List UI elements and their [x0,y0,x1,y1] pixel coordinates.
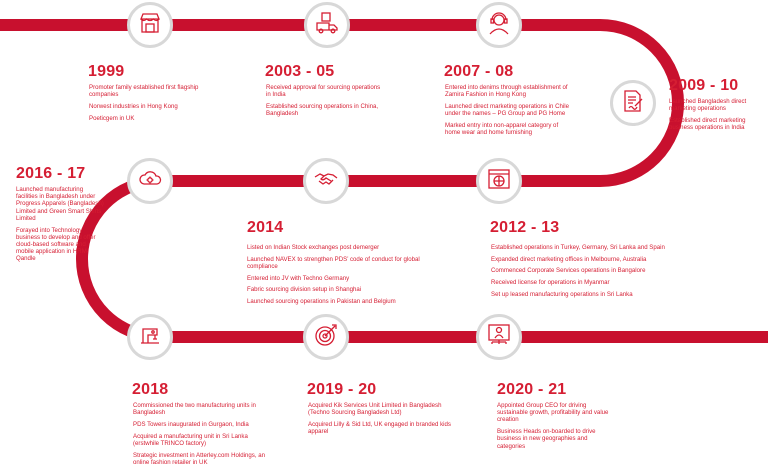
milestone-item: Fabric sourcing division setup in Shangh… [247,286,362,294]
milestone-node-2007-08 [476,2,522,48]
milestone-item: Acquired Kik Services Unit Limited in Ba… [308,402,442,417]
milestone-item: Business Heads on-boarded to drive busin… [497,428,596,450]
milestone-item: Established direct marketing business op… [669,116,746,132]
milestone-item: PDS Towers inaugurated in Gurgaon, India [133,420,249,428]
milestone-items: Promoter family established first flagsh… [89,84,219,126]
milestone-item: Launched direct marketing operations in … [445,102,569,118]
milestone-node-2018 [127,314,173,360]
milestone-items: Commissioned the two manufacturing units… [133,402,273,470]
milestone-item: Commissioned the two manufacturing units… [133,402,256,417]
milestone-item: Norwest industries in Hong Kong [89,102,178,110]
milestone-items: Acquired Kik Services Unit Limited in Ba… [308,402,458,440]
milestone-item: Entered into denims through establishmen… [445,84,568,99]
milestone-year: 1999 [88,63,125,80]
milestone-year: 2020 - 21 [497,381,567,398]
milestone-node-2020-21 [476,314,522,360]
milestone-item: Received license for operations in Myanm… [491,279,610,287]
milestone-item: Launched Bangladesh direct marketing ope… [669,98,747,113]
globe-browser-icon [486,166,512,197]
user-headset-icon [486,10,512,41]
milestone-year: 2018 [132,381,169,398]
milestone-item: Received approval for sourcing operation… [266,84,381,99]
milestone-item: Launched sourcing operations in Pakistan… [247,298,396,306]
milestone-node-1999 [127,2,173,48]
milestone-year: 2012 - 13 [490,219,560,236]
storefront-icon [137,10,163,41]
milestone-node-2009-10 [610,80,656,126]
milestone-node-2016-17 [127,158,173,204]
milestone-item: Forayed into Technology business to deve… [16,226,96,263]
milestone-items: Appointed Group CEO for driving sustaina… [497,402,617,454]
milestone-item: Poeticgem in UK [89,114,135,122]
milestone-items: Entered into denims through establishmen… [445,84,575,141]
milestone-year: 2016 - 17 [16,165,86,182]
delivery-truck-icon [314,10,340,41]
milestone-year: 2009 - 10 [669,77,739,94]
cloud-gear-icon [137,166,163,197]
milestone-year: 2014 [247,219,284,236]
milestone-item: Listed on Indian Stock exchanges post de… [247,244,380,251]
milestone-item: Launched NAVEX to strengthen PDS’ code o… [247,255,420,270]
milestone-item: Established sourcing operations in China… [266,102,379,118]
milestone-item: Launched manufacturing facilities in Ban… [16,186,104,222]
sewing-machine-icon [137,322,163,353]
milestone-item: Established operations in Turkey, German… [491,244,665,251]
document-sign-icon [620,88,646,119]
milestone-item: Set up leased manufacturing operations i… [491,290,633,298]
milestone-item: Acquired Lilly & Sid Ltd, UK engaged in … [308,420,451,436]
org-chart-icon [486,322,512,353]
milestone-year: 2003 - 05 [265,63,335,80]
milestone-item: Promoter family established first flagsh… [89,84,199,99]
milestone-item: Appointed Group CEO for driving sustaina… [497,402,609,424]
milestone-item: Expanded direct marketing offices in Mel… [491,255,647,263]
milestone-node-2003-05 [304,2,350,48]
milestone-node-2012-13 [476,158,522,204]
milestone-node-2014 [303,158,349,204]
milestone-items: Established operations in Turkey, German… [491,244,691,303]
milestone-year: 2019 - 20 [307,381,377,398]
target-arrow-icon [313,322,339,353]
milestone-items: Received approval for sourcing operation… [266,84,386,122]
milestone-items: Launched Bangladesh direct marketing ope… [669,98,765,136]
milestone-item: Marked entry into non-apparel category o… [445,121,559,137]
milestone-year: 2007 - 08 [444,63,514,80]
milestone-item: Strategic investment in Atterley.com Hol… [133,451,265,466]
milestone-items: Listed on Indian Stock exchanges post de… [247,244,447,310]
milestone-item: Entered into JV with Techno Germany [247,274,350,282]
handshake-icon [313,166,339,197]
milestone-item: Acquired a manufacturing unit in Sri Lan… [133,432,248,447]
milestone-items: Launched manufacturing facilities in Ban… [16,186,104,267]
milestone-node-2019-20 [303,314,349,360]
milestone-item: Commenced Corporate Services operations … [491,267,646,275]
